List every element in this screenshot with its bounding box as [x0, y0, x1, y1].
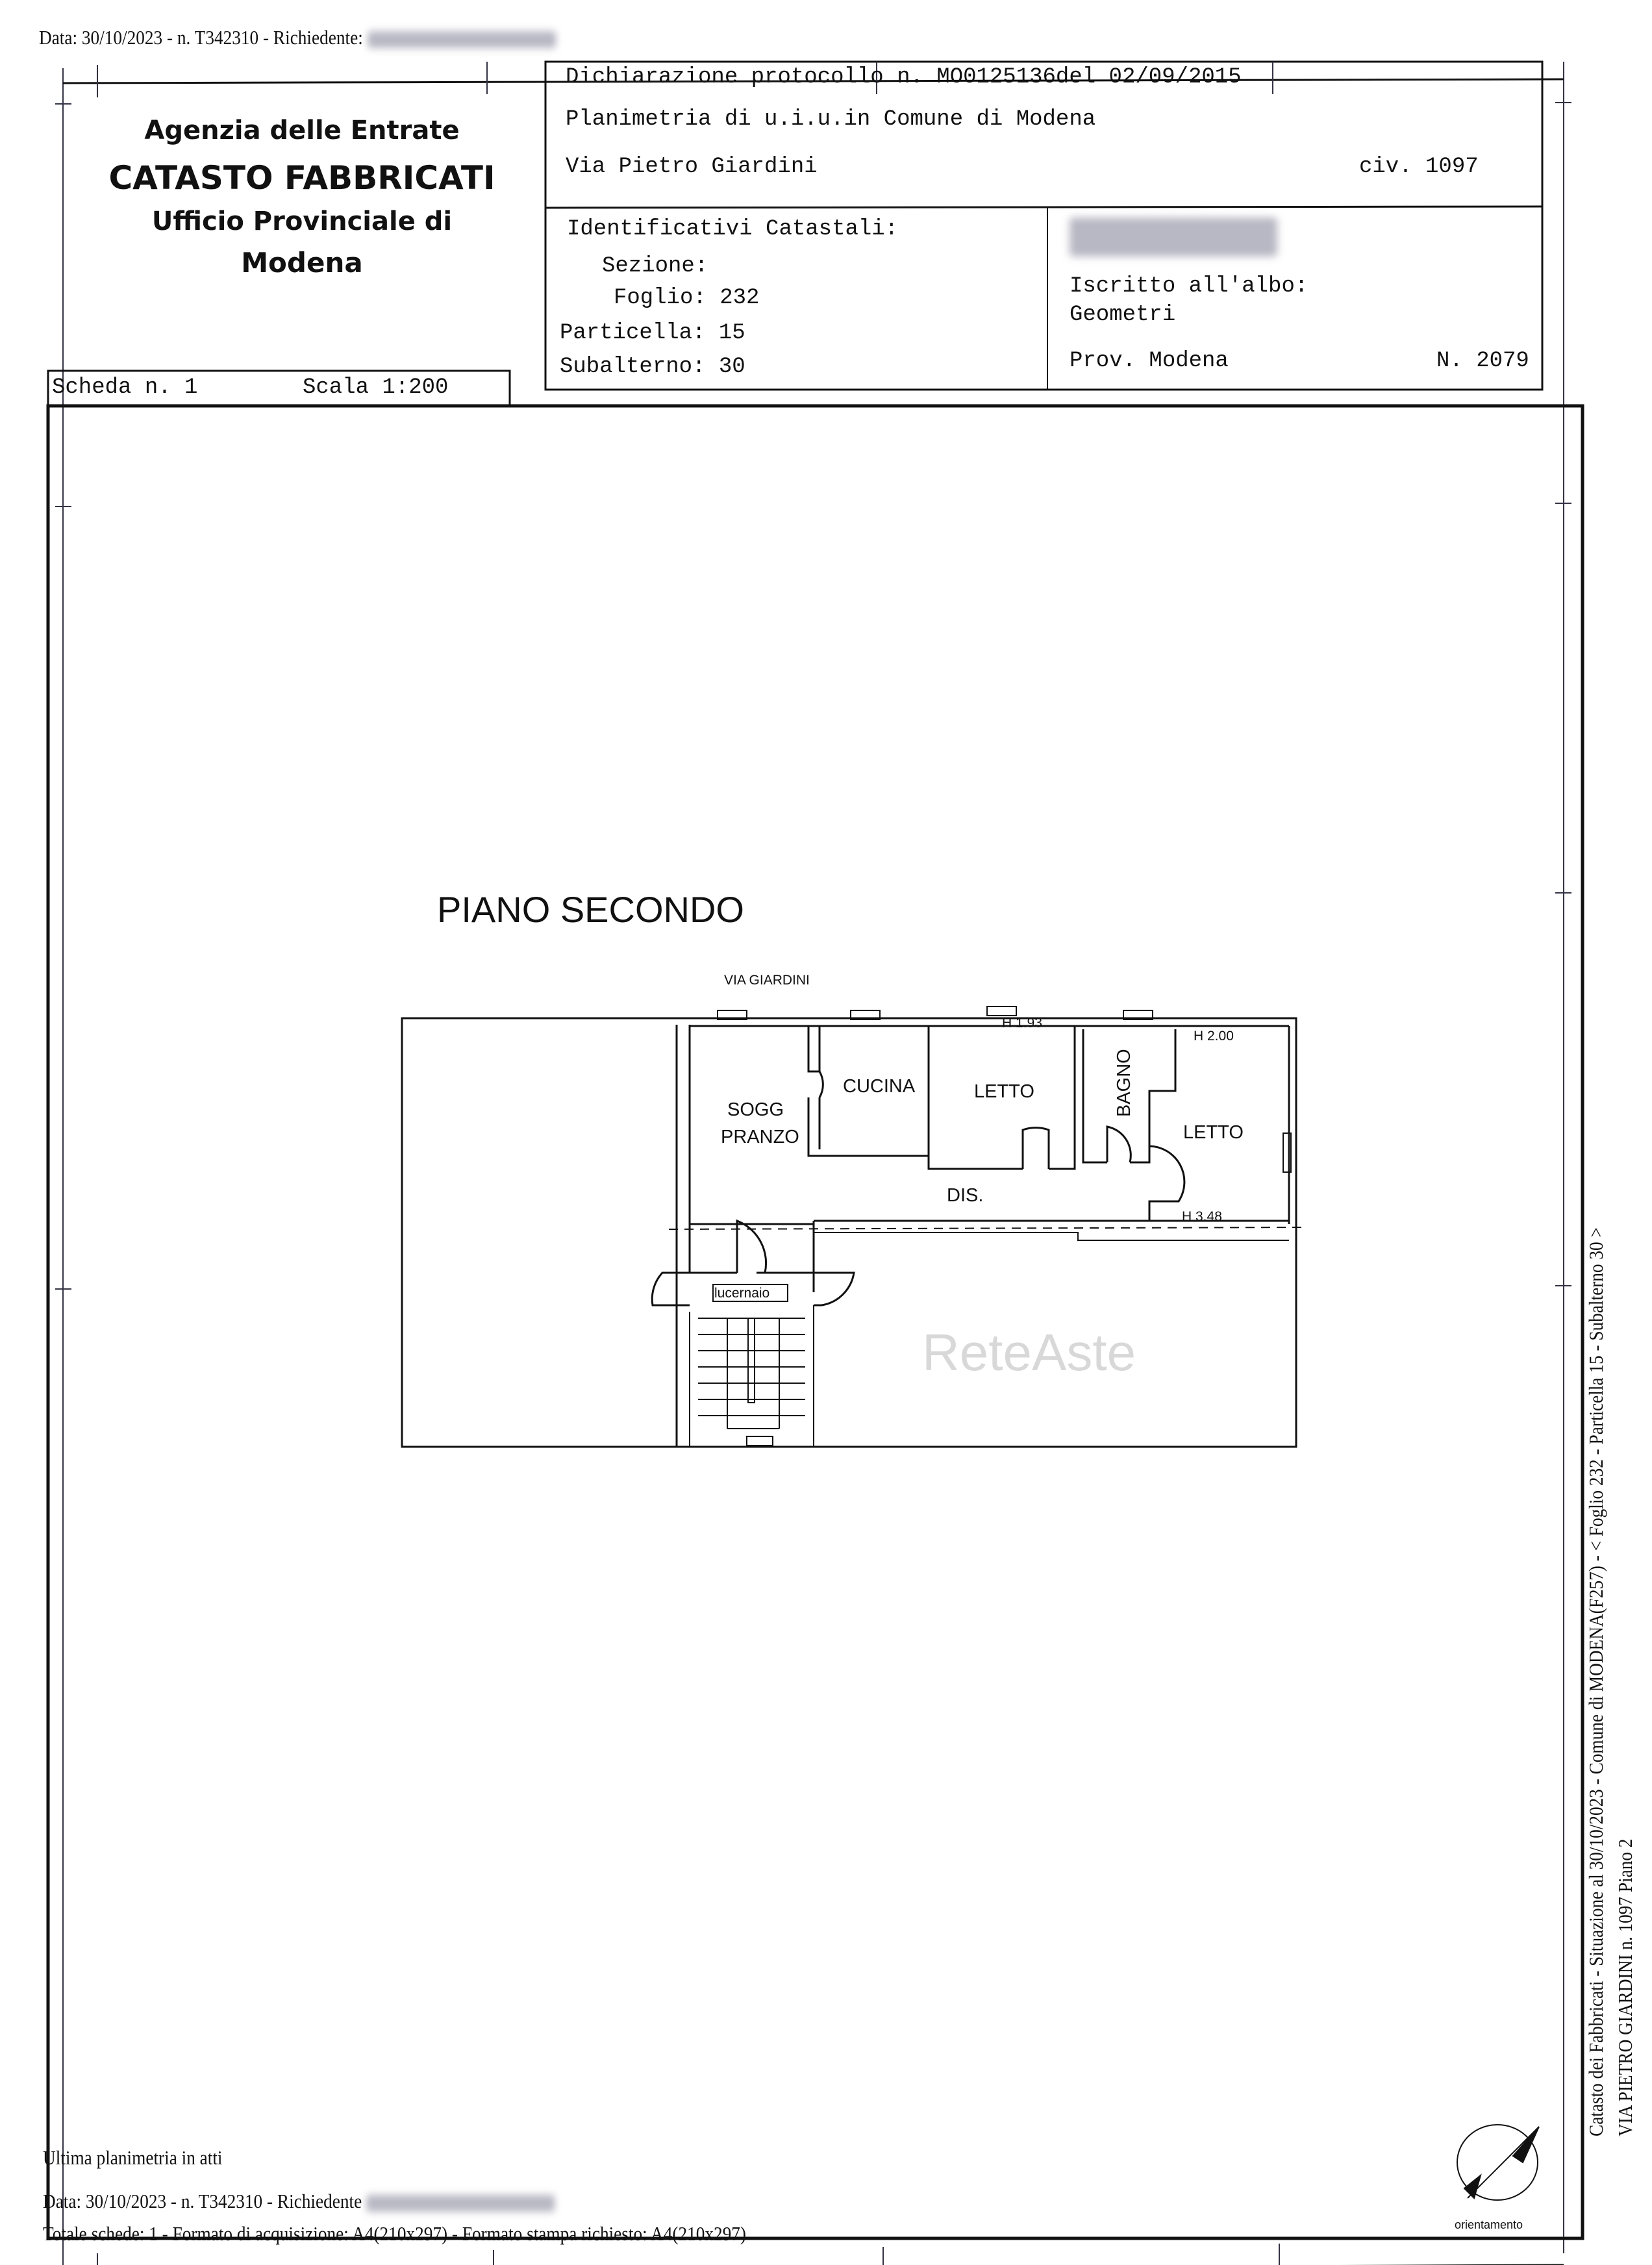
- sheet-number: Scheda n. 1: [52, 375, 198, 400]
- request-info-bottom: Data: 30/10/2023 - n. T342310 - Richiede…: [43, 2190, 555, 2213]
- side-caption-1: Catasto dei Fabbricati - Situazione al 3…: [1584, 1227, 1607, 2136]
- agency-name: Agenzia delle Entrate: [144, 116, 460, 145]
- redacted-requester: [367, 31, 557, 48]
- declaration-line: Dichiarazione protocollo n. MO0125136del…: [566, 65, 1242, 90]
- skylight-label: lucernaio: [714, 1286, 770, 1301]
- redacted-compiler: [1070, 218, 1277, 260]
- request-info-text: Data: 30/10/2023 - n. T342310 - Richiede…: [43, 2190, 362, 2212]
- room-label-letto: LETTO: [974, 1081, 1034, 1102]
- sezione: Sezione:: [602, 254, 708, 279]
- floor-plan: [401, 1006, 1306, 1448]
- orientation-label: orientamento: [1455, 2218, 1523, 2231]
- civic-number: civ. 1097: [1359, 155, 1479, 179]
- room-label-cucina: CUCINA: [843, 1076, 916, 1097]
- request-info-text: Data: 30/10/2023 - n. T342310 - Richiede…: [39, 26, 363, 49]
- register-value: Geometri: [1070, 303, 1176, 327]
- office-label: Ufficio Provinciale di: [151, 206, 453, 236]
- room-label-bagno: BAGNO: [1114, 1049, 1134, 1117]
- foglio: Foglio: 232: [614, 286, 760, 310]
- particella: Particella: 15: [560, 321, 745, 345]
- subalterno: Subalterno: 30: [560, 355, 745, 379]
- compass-icon: [1457, 2124, 1540, 2201]
- side-caption-2: VIA PIETRO GIARDINI n. 1097 Piano 2: [1614, 1838, 1636, 2136]
- province: Prov. Modena: [1070, 349, 1229, 373]
- register-label: Iscritto all'albo:: [1070, 274, 1308, 299]
- watermark: ReteAste: [922, 1323, 1136, 1381]
- floor-title: PIANO SECONDO: [437, 889, 744, 930]
- height-label-1: H 1.93: [1002, 1016, 1042, 1031]
- room-label-dis: DIS.: [947, 1185, 983, 1206]
- redacted-requester: [366, 2194, 555, 2212]
- identifiers-title: Identificativi Catastali:: [567, 217, 899, 242]
- height-label-2: H 2.00: [1194, 1029, 1234, 1044]
- office-city: Modena: [241, 247, 363, 279]
- register-number: N. 2079: [1436, 349, 1529, 373]
- plan-title: Planimetria di u.i.u.in Comune di Modena: [566, 107, 1096, 132]
- room-label-pranzo: PRANZO: [721, 1127, 799, 1147]
- room-label-letto-2: LETTO: [1183, 1122, 1244, 1143]
- last-plan-note: Ultima planimetria in atti: [43, 2146, 223, 2169]
- street-label: VIA GIARDINI: [724, 973, 810, 988]
- room-label-sogg: SOGG: [727, 1099, 784, 1120]
- catasto-title: CATASTO FABBRICATI: [108, 159, 495, 197]
- format-info: Totale schede: 1 - Formato di acquisizio…: [43, 2222, 747, 2245]
- height-label-3: H 3.48: [1182, 1209, 1222, 1224]
- address: Via Pietro Giardini: [566, 155, 818, 179]
- request-info-top: Data: 30/10/2023 - n. T342310 - Richiede…: [39, 26, 557, 49]
- scale: Scala 1:200: [303, 375, 449, 400]
